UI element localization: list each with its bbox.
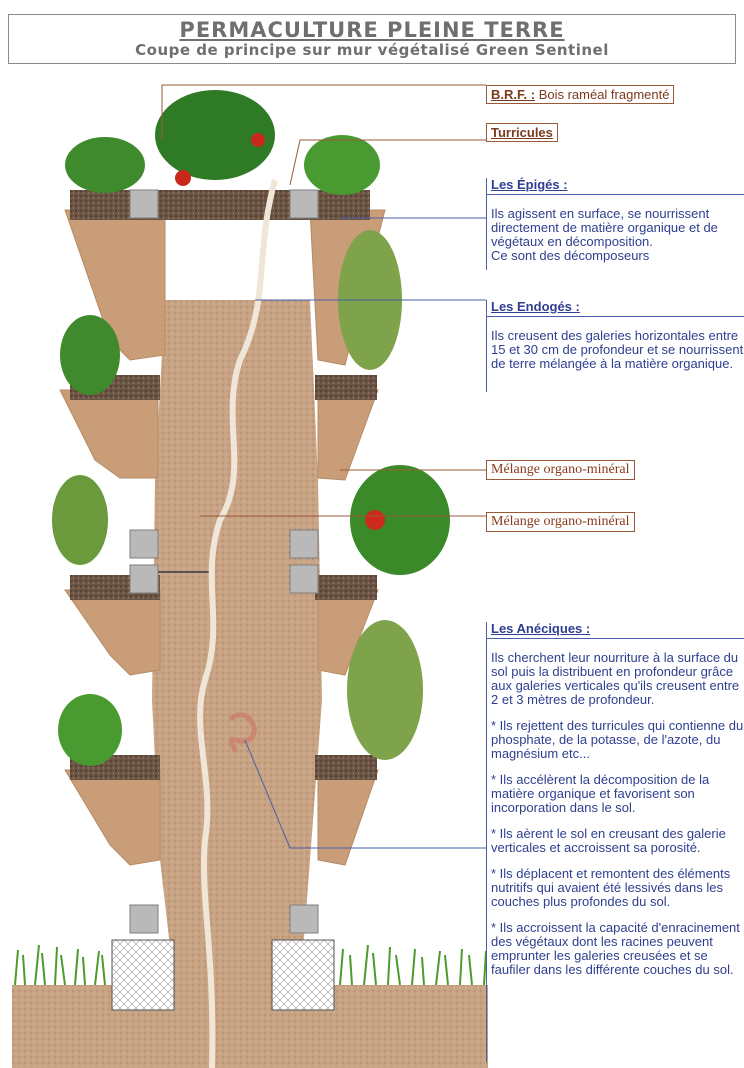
aneciques-point: * Ils accroissent la capacité d'enracine… <box>491 920 740 977</box>
central-soil-column <box>152 300 322 990</box>
title-subtitle: Coupe de principe sur mur végétalisé Gre… <box>135 41 609 59</box>
aneciques-point: * Ils déplacent et remontent des élément… <box>491 866 731 909</box>
epiges-text: Ils agissent en surface, se nourrissent … <box>491 206 718 263</box>
aneciques-heading: Les Anéciques : <box>487 622 744 639</box>
earthworm-icon <box>228 712 257 753</box>
aneciques-point: * Ils accélèrent la décomposition de la … <box>491 772 710 815</box>
melange-label-1: Mélange organo-minéral <box>486 460 635 480</box>
left-pots <box>59 209 166 866</box>
aneciques-block: Les Anéciques : Ils cherchent leur nourr… <box>486 622 744 1062</box>
grey-blocks <box>129 189 319 934</box>
brf-key: B.R.F. : <box>491 87 536 102</box>
endoges-block: Les Endogés : Ils creusent des galeries … <box>486 300 744 392</box>
epiges-heading: Les Épigés : <box>487 178 744 195</box>
turricules-label: Turricules <box>486 123 558 142</box>
title-main: PERMACULTURE PLEINE TERRE <box>179 18 565 42</box>
ground-soil <box>12 985 488 1068</box>
turricules-text: Turricules <box>491 125 553 140</box>
aneciques-point: * Ils rejettent des turricules qui conti… <box>491 718 744 761</box>
endoges-heading: Les Endogés : <box>487 300 744 317</box>
left-footing <box>111 939 175 1011</box>
leader-lines <box>161 84 486 849</box>
right-footing <box>271 939 335 1011</box>
aneciques-point: * Ils aèrent le sol en creusant des gale… <box>491 826 726 855</box>
worm-gallery <box>197 179 278 1068</box>
brf-layers <box>70 190 377 780</box>
brf-value: Bois raméal fragmenté <box>538 87 670 102</box>
aneciques-intro: Ils cherchent leur nourriture à la surfa… <box>491 650 740 707</box>
brf-label: B.R.F. : Bois raméal fragmenté <box>486 85 675 104</box>
epiges-block: Les Épigés : Ils agissent en surface, se… <box>486 178 744 270</box>
grass <box>14 944 487 986</box>
melange-label-2: Mélange organo-minéral <box>486 512 635 532</box>
title-box: PERMACULTURE PLEINE TERRE Coupe de princ… <box>8 14 736 64</box>
endoges-text: Ils creusent des galeries horizontales e… <box>491 328 744 371</box>
